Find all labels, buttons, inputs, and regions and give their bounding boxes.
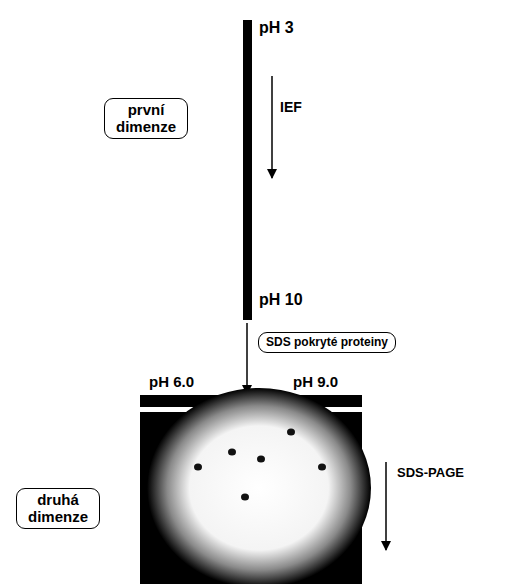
ph-label: pH 10: [258, 292, 304, 308]
ief-strip: [243, 20, 252, 320]
box-text: první dimenze: [112, 102, 180, 135]
dimension-box: první dimenze: [104, 98, 188, 139]
gel-glow: [147, 388, 371, 584]
process-box: SDS pokryté proteiny: [258, 332, 396, 353]
box-text: SDS pokryté proteiny: [266, 336, 388, 349]
method-label: SDS-PAGE: [396, 466, 465, 479]
transfer-arrow: [246, 323, 248, 394]
dimension-box: druhá dimenze: [16, 488, 100, 529]
protein-spots: [194, 429, 326, 501]
box-text: druhá dimenze: [24, 492, 92, 525]
ph-label: pH 6.0: [148, 374, 195, 389]
method-label: IEF: [279, 100, 303, 114]
ief-arrow: [271, 76, 273, 178]
ph-label: pH 3: [258, 20, 295, 36]
sds-page-arrow: [385, 462, 387, 550]
ph-label: pH 9.0: [292, 374, 339, 389]
